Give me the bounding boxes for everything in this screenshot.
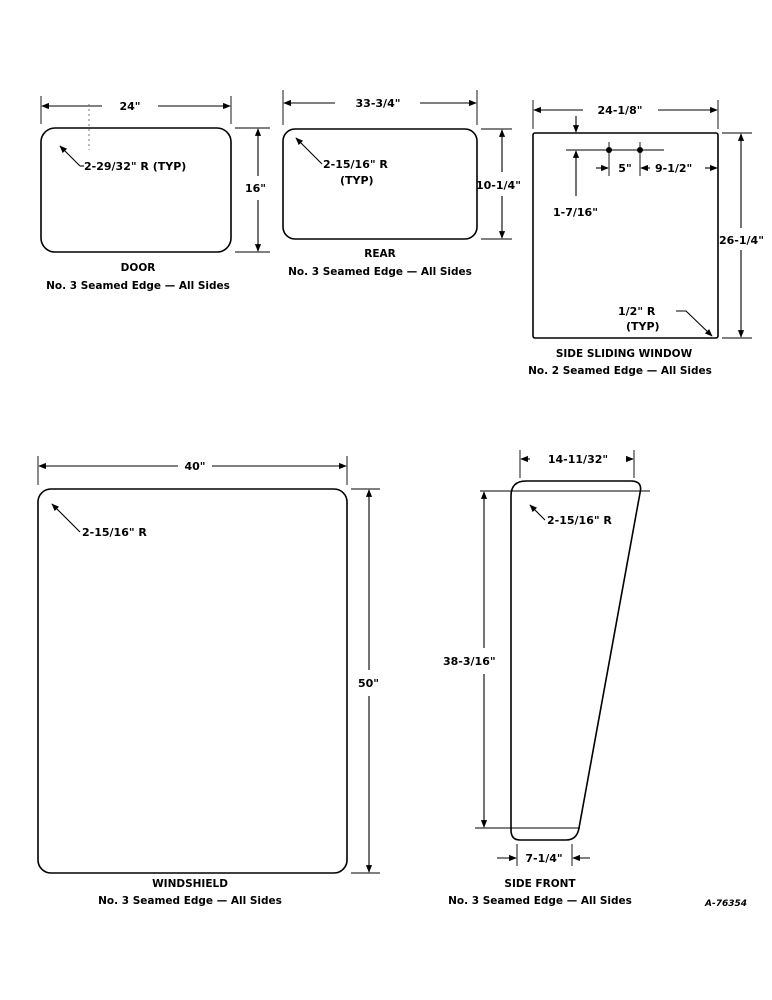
figure-reference: A-76354: [704, 899, 747, 909]
side-front-top-width-label: 14-11/32": [548, 453, 608, 466]
windshield-width-label: 40": [184, 460, 205, 473]
side-front-title: SIDE FRONT: [504, 878, 576, 890]
side-sliding-window-group: 24-1/8" 26-1/4" 5" 9-1/2" 1-7/16" 1/2" R…: [528, 100, 764, 377]
side-sliding-window-title: SIDE SLIDING WINDOW: [556, 348, 693, 360]
rear-glass-outline: [282, 128, 478, 240]
side-sliding-window-radius-label: 1/2" R: [618, 305, 656, 318]
hole-drop-label: 1-7/16": [553, 206, 598, 219]
windshield-radius-label: 2-15/16" R: [82, 526, 147, 539]
side-front-radius-label: 2-15/16" R: [547, 514, 612, 527]
hole-spacing-label: 5": [618, 162, 631, 175]
door-glass-outline: [40, 127, 232, 253]
rear-radius-label: 2-15/16" R: [323, 158, 388, 171]
rear-panel-group: 33-3/4" 10-1/4" 2-15/16" R (TYP) REAR No…: [282, 90, 521, 278]
rear-radius-note: (TYP): [340, 174, 374, 187]
side-front-bottom-width-label: 7-1/4": [525, 852, 562, 865]
rear-title: REAR: [364, 248, 395, 260]
door-radius-label: 2-29/32" R (TYP): [84, 160, 186, 173]
side-front-panel-group: 14-11/32" 38-3/16" 2-15/16" R 7-1/4" SID…: [443, 450, 650, 907]
door-width-label: 24": [119, 100, 140, 113]
door-title: DOOR: [121, 262, 156, 274]
side-front-edge-spec: No. 3 Seamed Edge — All Sides: [448, 895, 632, 907]
windshield-panel-group: 40" 50" 2-15/16" R WINDSHIELD No. 3 Seam…: [37, 456, 380, 907]
rear-width-label: 33-3/4": [356, 97, 401, 110]
hole-offset-label: 9-1/2": [655, 162, 692, 175]
side-front-height-label: 38-3/16": [443, 655, 496, 668]
door-panel-group: 24" 16" 2-29/32" R (TYP) DOOR No. 3 Seam…: [40, 96, 270, 292]
side-front-glass-outline: [510, 480, 642, 841]
windshield-height-label: 50": [358, 677, 379, 690]
side-sliding-window-height-label: 26-1/4": [719, 234, 764, 247]
side-sliding-window-radius-note: (TYP): [626, 320, 660, 333]
windshield-glass-outline: [37, 488, 348, 874]
side-sliding-window-edge-spec: No. 2 Seamed Edge — All Sides: [528, 365, 712, 377]
rear-height-label: 10-1/4": [476, 179, 521, 192]
side-sliding-window-outline: [532, 132, 719, 339]
rear-edge-spec: No. 3 Seamed Edge — All Sides: [288, 266, 472, 278]
windshield-title: WINDSHIELD: [152, 878, 228, 890]
door-height-label: 16": [245, 182, 266, 195]
door-edge-spec: No. 3 Seamed Edge — All Sides: [46, 280, 230, 292]
windshield-edge-spec: No. 3 Seamed Edge — All Sides: [98, 895, 282, 907]
side-sliding-window-width-label: 24-1/8": [598, 104, 643, 117]
